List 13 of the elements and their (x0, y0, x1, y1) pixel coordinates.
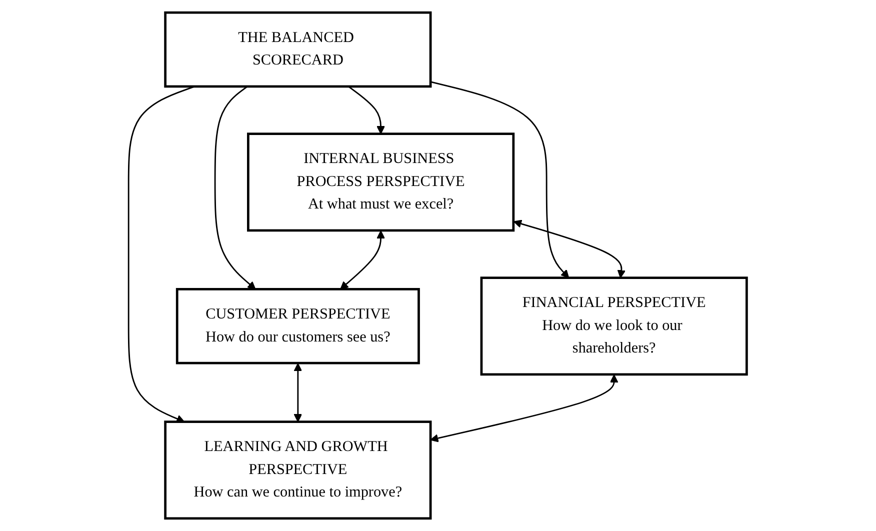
arrow (430, 81, 570, 278)
arrow (294, 363, 302, 422)
arrow (340, 230, 386, 290)
arrow (214, 86, 256, 290)
node-box: CUSTOMER PERSPECTIVE How do our customers see us? (176, 288, 420, 364)
arrow (430, 374, 619, 442)
node-box: FINANCIAL PERSPECTIVE How do we look to our shareholders? (480, 276, 748, 376)
arrow (128, 86, 196, 423)
node-box: LEARNING AND GROWTH PERSPECTIVE How can we continue to improve? (164, 420, 432, 520)
node-box: THE BALANCED SCORECARD (164, 11, 432, 88)
arrow (348, 86, 386, 134)
node-box: INTERNAL BUSINESS PROCESS PERSPECTIVE At what must we excel? (247, 132, 515, 232)
arrow (514, 220, 626, 278)
